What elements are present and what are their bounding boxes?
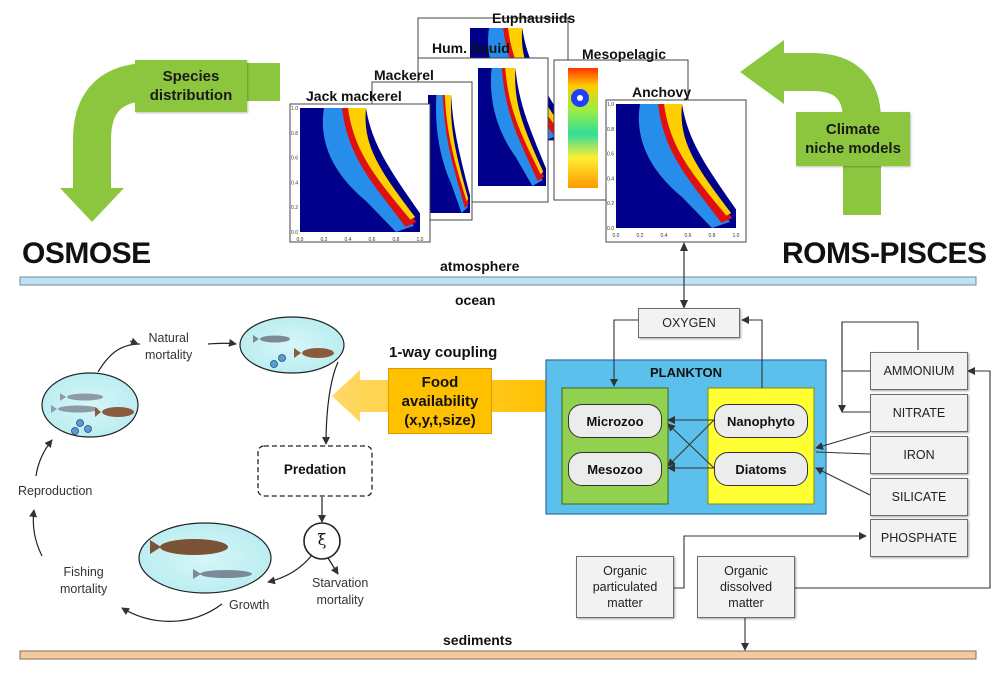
x-tick-label: 1.0	[733, 233, 740, 239]
plankton-label: PLANKTON	[650, 365, 722, 380]
arrow-to-predation	[322, 361, 339, 445]
x-tick-label: 0.2	[637, 233, 644, 239]
x-tick-label: 0.0	[613, 233, 620, 239]
life-cycle	[29, 316, 373, 622]
arrow-to-cell	[35, 439, 53, 477]
osmose-title: OSMOSE	[22, 237, 151, 270]
food-availability-box: Food availability (x,y,t,size)	[388, 368, 492, 434]
species-distribution-label: Species distribution	[135, 60, 247, 112]
oxygen-box: OXYGEN	[638, 308, 740, 338]
arrow-to-natural-mortality	[97, 343, 141, 373]
organic-particulated-box: Organic particulated matter	[576, 556, 674, 618]
map-title: Hum. Squid	[432, 40, 510, 56]
coupling-label: 1-way coupling	[389, 344, 498, 361]
y-tick-label: 1.0	[291, 106, 298, 112]
starvation-mortality-label: Starvation mortality	[312, 576, 369, 607]
map-title: Euphausiids	[492, 10, 576, 26]
x-tick-label: 0.4	[661, 233, 668, 239]
arrow-to-reproduction	[29, 509, 43, 557]
phosphate-box: PHOSPHATE	[870, 519, 968, 557]
y-tick-label: 0.0	[291, 230, 298, 236]
mesozoo-node: Mesozoo	[568, 452, 662, 486]
y-tick-label: 0.8	[291, 131, 298, 137]
sediment-band	[19, 650, 977, 660]
y-tick-label: 0.2	[291, 205, 298, 211]
arrow-to-starvation	[327, 557, 339, 575]
atmosphere-label: atmosphere	[440, 258, 520, 274]
x-tick-label: 0.8	[393, 237, 400, 243]
xi-node	[303, 522, 341, 560]
microzoo-node: Microzoo	[568, 404, 662, 438]
organic-dissolved-box: Organic dissolved matter	[697, 556, 795, 618]
map-title: Mackerel	[374, 67, 434, 83]
sediments-label: sediments	[443, 632, 513, 648]
map-jack-mackerel: 0.0 0.2 0.4 0.6 0.8 1.0 0.0 0.2 0.4 0.6 0.8 1.0	[289, 103, 431, 243]
x-tick-label: 1.0	[417, 237, 424, 243]
arrow-to-fishing	[121, 603, 223, 622]
ammonium-box: AMMONIUM	[870, 352, 968, 390]
map-title: Mesopelagic	[582, 46, 667, 62]
arrow-to-growth	[267, 554, 313, 585]
growth-label: Growth	[229, 598, 270, 612]
ocean-surface-band	[19, 276, 977, 286]
y-tick-label: 1.0	[607, 102, 614, 108]
x-tick-label: 0.8	[709, 233, 716, 239]
reproduction-label: Reproduction	[18, 484, 93, 498]
cell-growth	[138, 522, 272, 594]
silicate-box: SILICATE	[870, 478, 968, 516]
y-tick-label: 0.8	[607, 127, 614, 133]
arrow-into-cell	[207, 338, 237, 347]
y-tick-label: 0.2	[607, 201, 614, 207]
climate-niche-label: Climate niche models	[796, 112, 910, 166]
predation-box	[257, 445, 373, 497]
x-tick-label: 0.2	[321, 237, 328, 243]
xi-symbol: ξ	[317, 530, 327, 549]
diatoms-node: Diatoms	[714, 452, 808, 486]
y-tick-label: 0.6	[607, 152, 614, 158]
roms-pisces-title: ROMS-PISCES	[782, 237, 987, 270]
predation-label: Predation	[283, 462, 347, 477]
fish-icon	[51, 335, 334, 579]
map-title: Jack mackerel	[306, 88, 402, 104]
map-anchovy: 0.0 0.2 0.4 0.6 0.8 1.0 0.0 0.2 0.4 0.6 0.8 1.0	[605, 99, 747, 243]
ocean-label: ocean	[455, 292, 496, 308]
iron-box: IRON	[870, 436, 968, 474]
pisces-links	[610, 316, 991, 651]
cell-natural-mortality	[239, 316, 345, 374]
nitrate-box: NITRATE	[870, 394, 968, 432]
y-tick-label: 0.4	[607, 176, 614, 182]
x-tick-label: 0.6	[685, 233, 692, 239]
x-tick-label: 0.6	[369, 237, 376, 243]
natural-mortality-label: Natural mortality	[145, 331, 193, 362]
y-tick-label: 0.0	[607, 226, 614, 232]
y-tick-label: 0.6	[291, 156, 298, 162]
cell-reproduction	[41, 372, 139, 438]
y-tick-label: 0.4	[291, 180, 298, 186]
nanophyto-node: Nanophyto	[714, 404, 808, 438]
x-tick-label: 0.4	[345, 237, 352, 243]
map-title: Anchovy	[632, 84, 692, 100]
fishing-mortality-label: Fishing mortality	[60, 565, 108, 596]
x-tick-label: 0.0	[297, 237, 304, 243]
